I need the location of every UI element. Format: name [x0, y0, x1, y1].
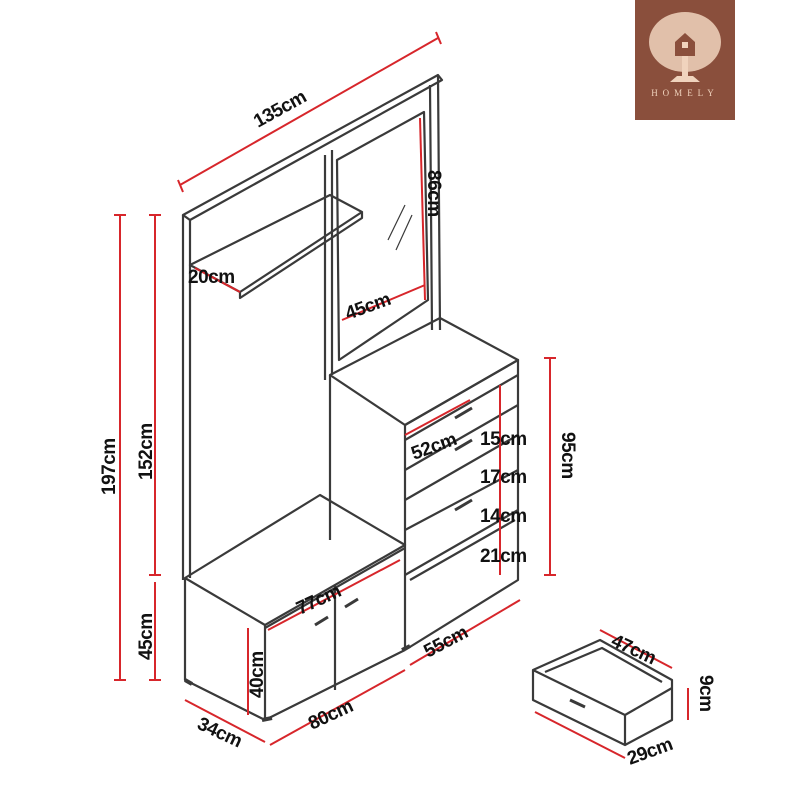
dim-line-80	[269, 669, 406, 746]
dim-line-34	[184, 699, 266, 743]
label-total-width: 135cm	[250, 87, 310, 133]
furniture-outline	[181, 73, 674, 747]
dim-line-197	[114, 214, 126, 681]
dim-line-135	[177, 31, 442, 193]
label-shelf-depth: 20cm	[188, 267, 235, 288]
label-chest-height: 95cm	[557, 432, 578, 479]
dimension-labels: 135cm 86cm 20cm 45cm 197cm 152cm 45cm 52…	[99, 87, 716, 770]
dim-line-45-mirror	[341, 284, 426, 321]
bench-front	[264, 547, 406, 721]
label-door-height: 40cm	[247, 651, 268, 698]
label-bench-width: 80cm	[305, 696, 356, 735]
tree-house-icon	[649, 12, 721, 82]
label-chest-width: 55cm	[420, 622, 471, 662]
dim-line-86	[419, 117, 426, 301]
label-mirror-width: 45cm	[343, 289, 394, 325]
dimension-lines	[114, 31, 689, 759]
dim-line-20	[194, 267, 241, 293]
frame-right-post	[428, 74, 442, 331]
label-drawer-4: 21cm	[480, 546, 527, 567]
mirror	[335, 110, 430, 362]
dim-line-77	[267, 559, 401, 631]
label-mirror-height: 86cm	[423, 170, 444, 217]
dim-line-52	[404, 399, 471, 436]
label-drawer-3: 14cm	[480, 506, 527, 527]
legs	[184, 644, 411, 722]
brand-name: HOMELY	[651, 88, 719, 98]
label-depth: 34cm	[194, 713, 245, 752]
label-drawer-depth: 29cm	[625, 734, 676, 770]
dim-line-45	[149, 582, 161, 681]
mirror-glare	[387, 204, 413, 251]
brand-logo: HOMELY	[635, 0, 735, 120]
label-hanging-height: 152cm	[136, 423, 157, 480]
label-drawer-width: 47cm	[608, 630, 659, 669]
drawer-inset	[531, 638, 674, 747]
bench-handles	[314, 597, 359, 627]
label-total-height: 197cm	[99, 438, 120, 495]
dim-line-29	[534, 711, 626, 759]
dim-line-152	[149, 214, 161, 576]
label-drawer-height: 9cm	[695, 675, 716, 712]
label-drawer-2: 17cm	[480, 467, 527, 488]
dim-line-95	[544, 357, 556, 576]
drawer-inset-handle	[569, 698, 586, 709]
bench-left-side	[183, 578, 267, 722]
dim-line-55	[409, 599, 521, 666]
frame-middle-post	[323, 150, 334, 380]
frame-left-post	[181, 215, 192, 580]
label-drawer-1: 15cm	[480, 429, 527, 450]
chest-side	[328, 375, 407, 650]
chest-top	[328, 316, 520, 427]
dim-line-47	[599, 629, 673, 669]
label-bench-height: 45cm	[136, 613, 157, 660]
drawer-handles	[454, 406, 473, 512]
drawer-lines	[404, 374, 519, 581]
bench-top	[183, 493, 407, 627]
label-bench-inner-width: 77cm	[293, 581, 344, 620]
frame-top	[181, 73, 444, 222]
